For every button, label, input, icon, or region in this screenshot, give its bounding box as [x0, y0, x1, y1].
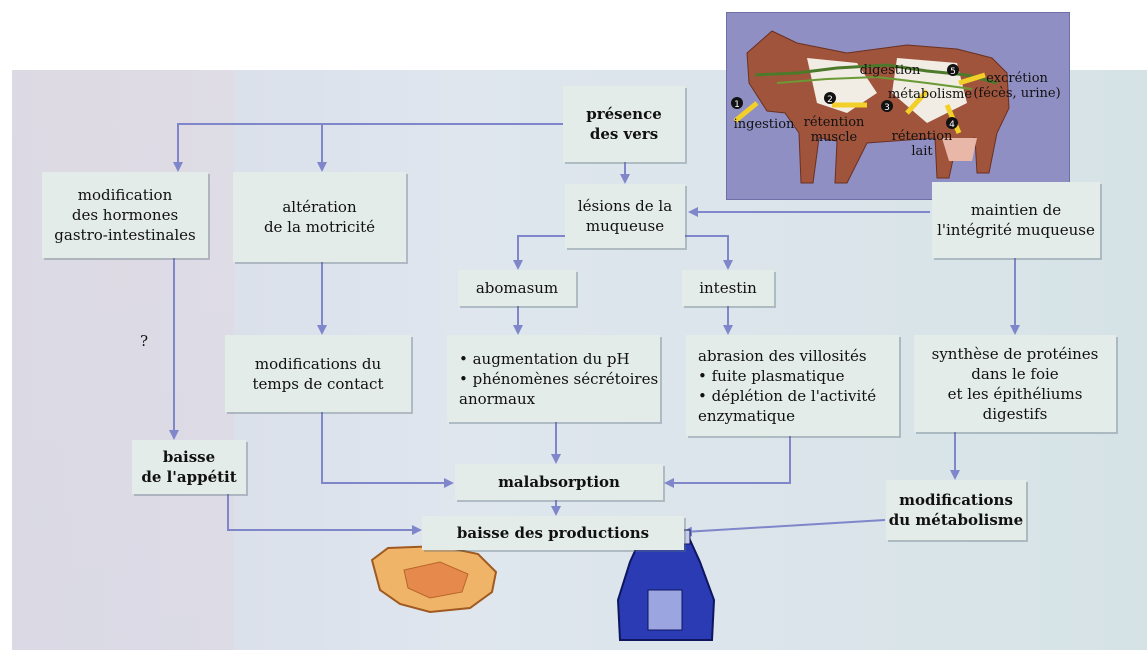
side-text-strip	[12, 70, 234, 650]
step-number: 4	[949, 120, 955, 130]
step-number: 5	[950, 67, 956, 77]
node-modifications-metabolisme: modifications du métabolisme	[886, 480, 1026, 540]
cow-label-retention-lait: rétention lait	[891, 129, 953, 159]
cow-udder	[942, 138, 977, 161]
cow-label-ingestion: ingestion	[733, 117, 795, 132]
cow-illustration: 1 2 3 5 4	[731, 30, 1010, 184]
node-synthese-proteines: synthèse de protéines dans le foie et le…	[914, 335, 1116, 432]
node-presence-des-vers: présence des vers	[563, 86, 685, 162]
ingestion-arrow	[733, 101, 759, 123]
step-marker	[881, 100, 893, 112]
node-modification-hormones: modification des hormones gastro-intesti…	[42, 172, 208, 258]
digestive-tract	[754, 63, 998, 85]
step-marker	[731, 97, 743, 109]
arrow-lesions-to-abomasum	[513, 235, 565, 270]
arrow-lesions-to-intestin	[685, 235, 733, 270]
cow-label-excretion: excrétion (fécès, urine)	[973, 71, 1061, 101]
arrow-presence-to-hormones	[173, 123, 563, 172]
meat-illustration	[403, 561, 469, 599]
node-abomasum: abomasum	[458, 270, 576, 306]
step-marker	[946, 117, 958, 129]
question-mark: ?	[140, 332, 149, 350]
node-abrasion-villosites: abrasion des villosités • fuite plasmati…	[686, 335, 899, 436]
step-number: 3	[884, 103, 890, 113]
digestive-tract	[776, 75, 973, 90]
node-modifications-temps-contact: modifications du temps de contact	[225, 335, 411, 412]
step-marker	[947, 64, 959, 76]
step-marker	[824, 92, 836, 104]
arrow-metabolisme-to-productions	[682, 519, 886, 537]
step-number: 1	[734, 100, 740, 110]
cow-label-digestion: digestion	[859, 63, 921, 78]
arrow-appetit-to-productions	[227, 494, 422, 535]
node-malabsorption: malabsorption	[455, 464, 663, 500]
excretion-arrow	[958, 72, 986, 86]
arrow-villosites-to-malabsorption	[664, 436, 791, 488]
node-lesions-muqueuse: lésions de la muqueuse	[565, 184, 685, 248]
arrow-temps-to-malabsorption	[321, 412, 454, 488]
cow-label-retention-muscle: rétention muscle	[803, 115, 865, 145]
milk-can-illustration	[647, 589, 683, 631]
node-maintien-integrite: maintien de l'intégrité muqueuse	[932, 182, 1100, 258]
node-alteration-motricite: altération de la motricité	[233, 172, 406, 262]
node-intestin: intestin	[682, 270, 774, 306]
node-augmentation-ph: • augmentation du pH • phénomènes sécrét…	[447, 335, 660, 422]
node-baisse-productions: baisse des productions	[422, 516, 684, 550]
node-baisse-appetit: baisse de l'appétit	[132, 440, 246, 494]
cow-label-metabolisme: métabolisme	[887, 87, 973, 102]
metabolism-arrow	[905, 89, 929, 115]
step-number: 2	[827, 95, 833, 105]
cow-illustration-panel: 1 2 3 5 4 ingestion rétention muscle dig…	[726, 12, 1070, 200]
